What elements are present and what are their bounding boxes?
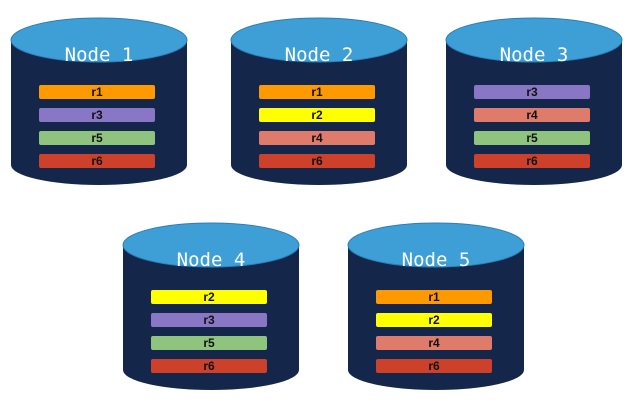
replica-bar: r5 [474,131,590,145]
replica-bar: r3 [474,85,590,99]
node-cylinder-4: Node 4 r2 r3 r5 r6 [121,220,301,390]
node-cylinder-5: Node 5 r1 r2 r4 r6 [346,220,526,390]
replica-bar: r2 [151,290,267,304]
replica-list: r1 r3 r5 r6 [39,85,155,177]
replica-list: r3 r4 r5 r6 [474,85,590,177]
node-title: Node 2 [284,44,354,66]
replica-bar: r4 [259,131,375,145]
replica-bar: r4 [474,108,590,122]
node-title: Node 4 [176,249,246,271]
replica-bar: r1 [39,85,155,99]
replica-bar: r6 [376,359,492,373]
node-cylinder-1: Node 1 r1 r3 r5 r6 [9,15,189,185]
node-title: Node 5 [401,249,471,271]
replica-bar: r3 [39,108,155,122]
replica-bar: r3 [151,313,267,327]
replica-bar: r5 [151,336,267,350]
replica-bar: r6 [39,154,155,168]
replica-bar: r1 [259,85,375,99]
node-title: Node 1 [64,44,134,66]
replica-list: r2 r3 r5 r6 [151,290,267,382]
replica-bar: r2 [259,108,375,122]
node-title: Node 3 [499,44,569,66]
node-cylinder-3: Node 3 r3 r4 r5 r6 [444,15,624,185]
replica-list: r1 r2 r4 r6 [376,290,492,382]
node-cylinder-2: Node 2 r1 r2 r4 r6 [229,15,409,185]
replica-bar: r1 [376,290,492,304]
replica-list: r1 r2 r4 r6 [259,85,375,177]
replica-bar: r2 [376,313,492,327]
replica-bar: r6 [259,154,375,168]
replica-bar: r6 [474,154,590,168]
replica-bar: r5 [39,131,155,145]
replica-bar: r4 [376,336,492,350]
replica-bar: r6 [151,359,267,373]
